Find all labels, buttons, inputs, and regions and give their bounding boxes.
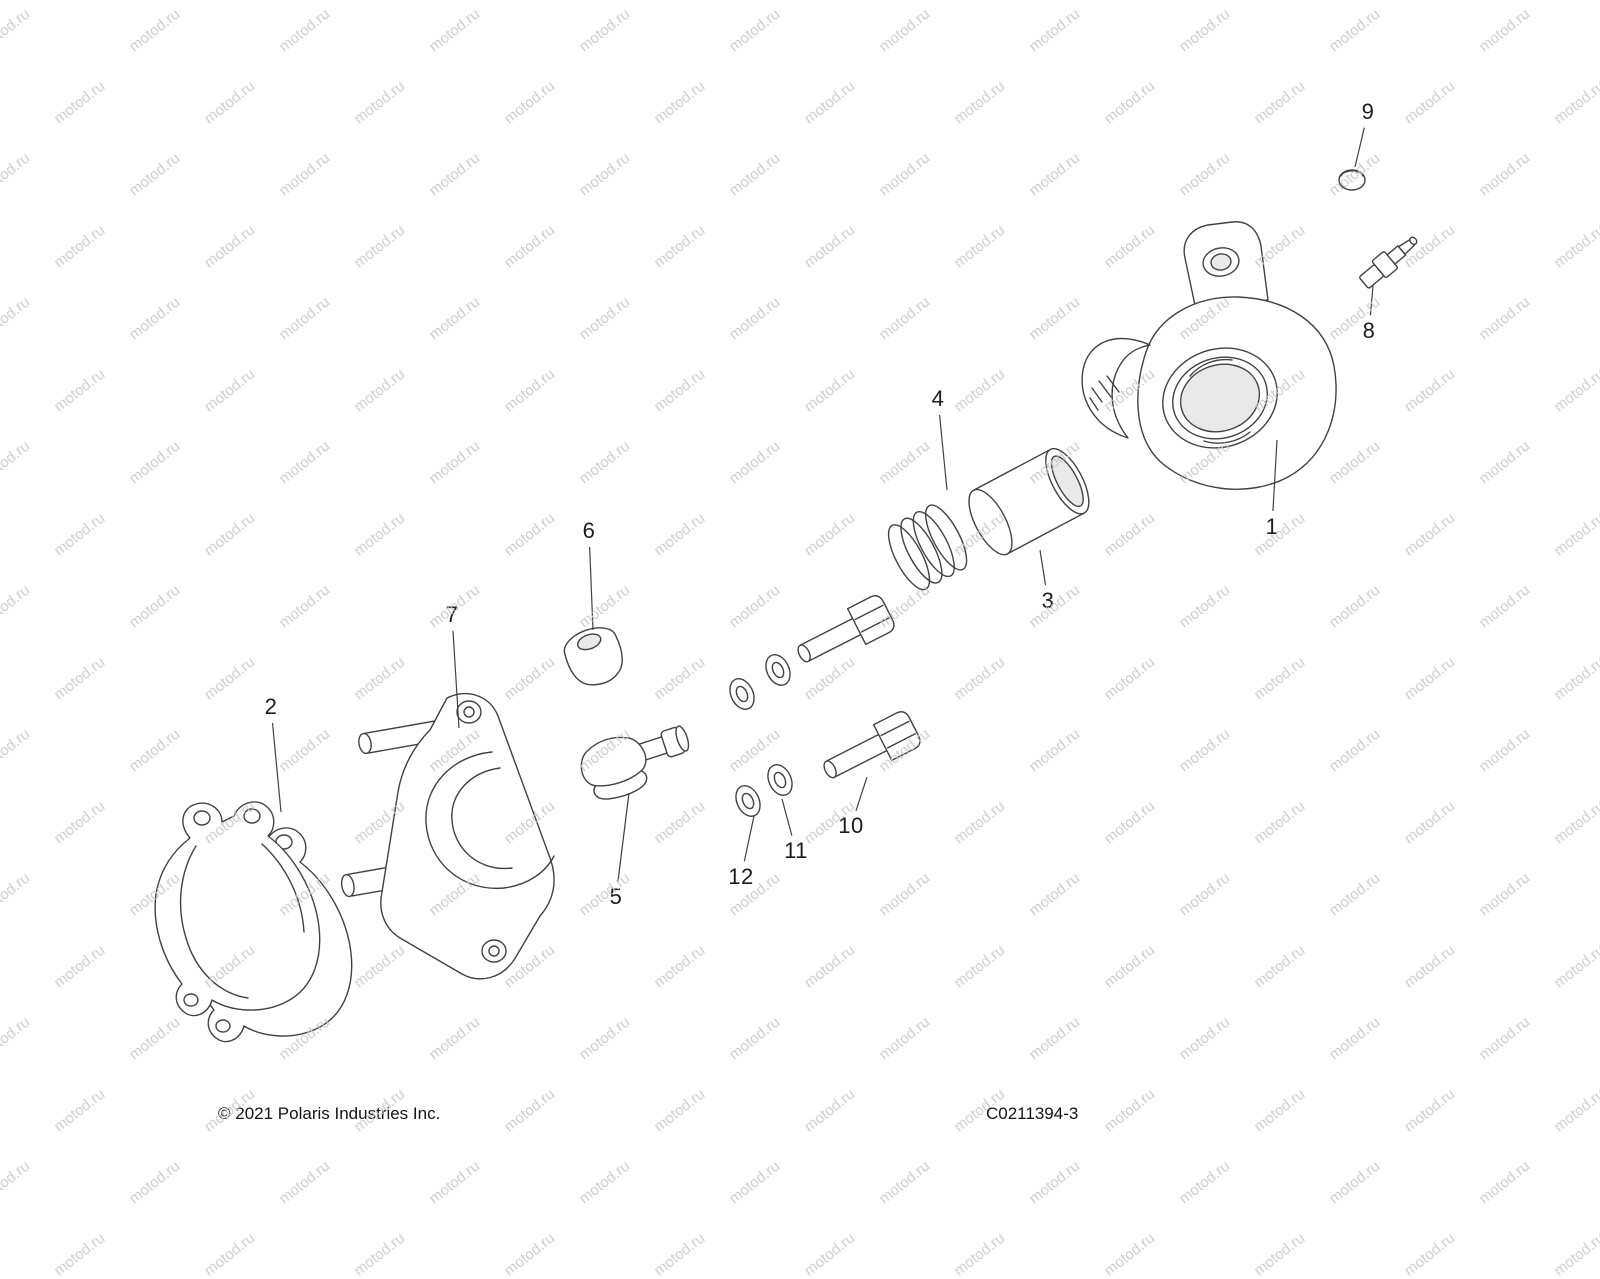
bushing-part [563, 627, 623, 686]
washers-part [729, 654, 793, 817]
bleeder-screw-part [1359, 236, 1418, 289]
watermark-text: motod.ru [351, 1229, 409, 1279]
leader-line-2 [271, 722, 282, 813]
brake-pad-front [154, 801, 321, 1017]
leader-line-12 [743, 815, 755, 862]
bolt-part-upper [797, 595, 895, 663]
watermark-text: motod.ru [801, 1229, 859, 1279]
leader-line-9 [1354, 127, 1365, 168]
watermark-text: motod.ru [1251, 1229, 1309, 1279]
leader-line-7 [452, 630, 460, 729]
watermark-text: motod.ru [1101, 1229, 1159, 1279]
bolt-part-lower [823, 711, 921, 779]
pin-boot-part [580, 725, 690, 800]
caliper-jaw [1081, 337, 1151, 439]
watermark-text: motod.ru [1401, 1229, 1459, 1279]
watermark-text: motod.ru [651, 1229, 709, 1279]
exploded-parts-diagram [154, 169, 1418, 1043]
watermark-text: motod.ru [1551, 1229, 1600, 1279]
leader-line-8 [1369, 285, 1374, 316]
leader-lines-layer [271, 127, 1374, 882]
cap-part [1338, 169, 1366, 191]
watermark-text: motod.ru [201, 1229, 259, 1279]
leader-line-4 [938, 414, 948, 491]
copyright-text: © 2021 Polaris Industries Inc. [218, 1104, 441, 1123]
leader-line-6 [589, 546, 594, 631]
piston-part [968, 447, 1090, 556]
leader-line-3 [1039, 549, 1047, 586]
leader-line-1 [1272, 439, 1278, 512]
watermark-text: motod.ru [951, 1229, 1009, 1279]
mounting-bracket-part [340, 693, 555, 980]
bracket-plate [380, 693, 555, 980]
leader-line-10 [855, 776, 868, 811]
leader-line-5 [617, 792, 630, 882]
drawing-number-text: C0211394-3 [986, 1104, 1079, 1123]
watermark-text: motod.ru [501, 1229, 559, 1279]
brake-pads-part [154, 801, 353, 1043]
caliper-jaw-hatch [1089, 375, 1120, 411]
piston-seal-part [887, 504, 968, 591]
leader-line-11 [781, 798, 793, 836]
caliper-body-part [1081, 221, 1337, 490]
watermark-text: motod.ru [51, 1229, 109, 1279]
